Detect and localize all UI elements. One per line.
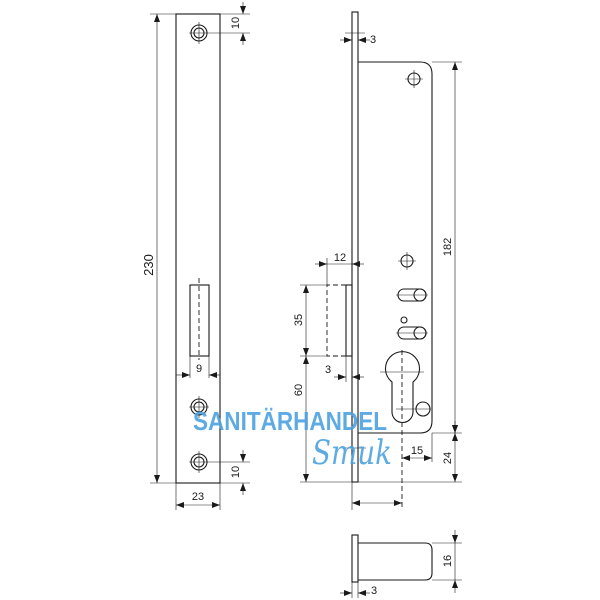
dim-35: 35 <box>293 314 305 326</box>
hole-bottom <box>396 401 431 417</box>
dim-60: 60 <box>293 384 305 396</box>
dim-10-bottom: 10 <box>230 466 242 478</box>
slot-upper <box>396 288 428 302</box>
hole-top <box>405 70 423 88</box>
dim-23: 23 <box>192 491 204 503</box>
dim-15: 15 <box>411 445 423 457</box>
dim-182: 182 <box>442 238 454 256</box>
watermark-logo: SANITÄRHANDEL Smuk <box>193 406 392 473</box>
latch-bolt <box>345 284 353 357</box>
dim-16: 16 <box>442 555 454 567</box>
screw-hole-bottom <box>189 451 250 473</box>
strike-plate: 230 10 10 23 9 <box>141 2 250 510</box>
dim-12: 12 <box>334 252 346 264</box>
lock-case <box>358 61 433 434</box>
hole-follower <box>398 252 416 270</box>
small-hole <box>400 316 408 324</box>
svg-text:Smuk: Smuk <box>312 433 392 473</box>
slot-lower <box>396 326 428 340</box>
dim-10-top: 10 <box>230 17 242 29</box>
lock-bottom-view: 16 3 <box>340 530 462 598</box>
svg-text:SANITÄRHANDEL: SANITÄRHANDEL <box>193 406 387 436</box>
dim-3-bottom: 3 <box>371 585 377 597</box>
cylinder-keyhole <box>380 350 424 510</box>
lock-body-side-view: 3 182 24 15 12 35 3 60 <box>293 11 462 510</box>
latch-slot <box>189 284 210 357</box>
dim-3-top: 3 <box>370 34 376 46</box>
faceplate <box>351 11 359 483</box>
dim-230: 230 <box>141 254 156 276</box>
screw-hole-middle <box>189 396 209 418</box>
screw-hole-top <box>189 22 250 44</box>
dim-9: 9 <box>196 363 202 375</box>
dim-24: 24 <box>442 452 454 464</box>
dim-3-latch: 3 <box>325 364 331 376</box>
